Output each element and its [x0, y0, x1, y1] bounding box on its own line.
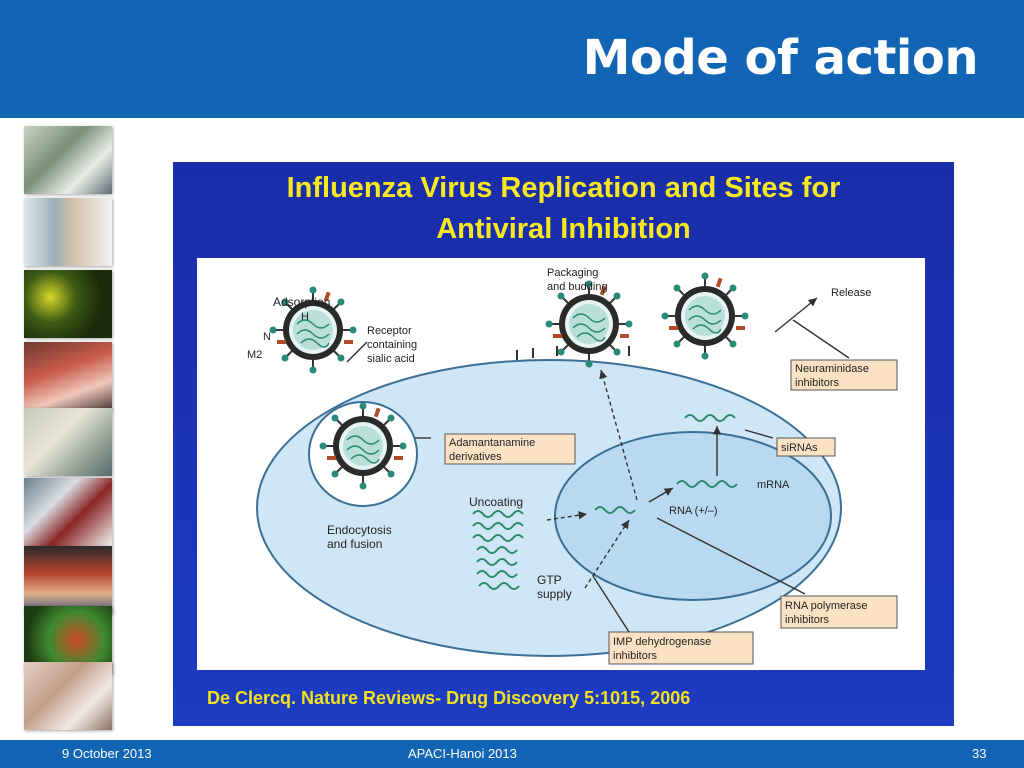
- label-rna: RNA (+/–): [669, 505, 718, 517]
- svg-text:Adamantanamine: Adamantanamine: [449, 437, 535, 449]
- lab-equipment-photo: [24, 546, 112, 614]
- photo-strip: [24, 126, 112, 730]
- svg-text:RNA polymerase: RNA polymerase: [785, 600, 868, 612]
- footer-page-number: 33: [972, 746, 987, 761]
- cell-nucleus: [554, 431, 832, 601]
- figure-title-line1: Influenza Virus Replication and Sites fo…: [286, 172, 841, 204]
- petri-dish-photo: [24, 342, 112, 410]
- label-endocytosis-1: Endocytosis: [327, 523, 392, 537]
- label-receptor-1: Receptor: [367, 325, 412, 337]
- svg-text:inhibitors: inhibitors: [785, 614, 830, 626]
- label-gtp-2: supply: [537, 587, 572, 601]
- footer-date: 9 October 2013: [62, 746, 152, 761]
- fluorescent-cells-photo: [24, 270, 112, 338]
- figure-title-line2: Antiviral Inhibition: [436, 213, 691, 245]
- label-h: H: [301, 311, 309, 323]
- slide-header: Mode of action: [0, 0, 1024, 118]
- budding-virion: [544, 279, 634, 369]
- lab-bottles-photo: [24, 198, 112, 266]
- figure-title: Influenza Virus Replication and Sites fo…: [173, 168, 954, 250]
- svg-text:derivatives: derivatives: [449, 451, 502, 463]
- label-packaging-1: Packaging: [547, 267, 598, 279]
- svg-text:Neuraminidase: Neuraminidase: [795, 363, 869, 375]
- svg-text:inhibitors: inhibitors: [795, 377, 840, 389]
- researcher-photo: [24, 662, 112, 730]
- label-receptor-3: sialic acid: [367, 353, 415, 365]
- pipetting-photo: [24, 478, 112, 546]
- slide-title: Mode of action: [582, 30, 979, 86]
- replication-diagram: Adsorption H N M2 Receptor containing si…: [197, 258, 925, 670]
- label-endocytosis-2: and fusion: [327, 537, 382, 551]
- replication-diagram-svg: Adsorption H N M2 Receptor containing si…: [247, 267, 898, 665]
- label-n: N: [263, 331, 271, 343]
- svg-text:IMP dehydrogenase: IMP dehydrogenase: [613, 636, 711, 648]
- label-packaging-2: and budding: [547, 281, 608, 293]
- neuraminidase-inhibitors-box: Neuraminidase inhibitors: [790, 359, 898, 391]
- label-gtp-1: GTP: [537, 573, 562, 587]
- lab-worker-photo: [24, 126, 112, 194]
- footer-event: APACI-Hanoi 2013: [408, 746, 517, 761]
- endocytosed-virion: [318, 401, 408, 491]
- label-release: Release: [831, 287, 871, 299]
- sirnas-box: siRNAs: [776, 437, 836, 457]
- figure-citation: De Clercq. Nature Reviews- Drug Discover…: [207, 688, 691, 708]
- svg-text:inhibitors: inhibitors: [613, 650, 658, 662]
- influenza-figure: Influenza Virus Replication and Sites fo…: [173, 162, 954, 726]
- rna-segments: [472, 414, 738, 590]
- released-virion: [660, 271, 750, 361]
- label-m2: M2: [247, 349, 262, 361]
- adamantanamine-derivatives-box: Adamantanamine derivatives: [444, 433, 576, 465]
- label-mrna: mRNA: [757, 479, 790, 491]
- slide-footer: 9 October 2013 APACI-Hanoi 2013 33: [0, 740, 1024, 768]
- label-adsorption: Adsorption: [273, 295, 330, 309]
- imp-dehydrogenase-inhibitors-box: IMP dehydrogenase inhibitors: [608, 631, 754, 665]
- svg-text:siRNAs: siRNAs: [781, 442, 818, 454]
- centrifuge-photo: [24, 408, 112, 476]
- label-receptor-2: containing: [367, 339, 417, 351]
- rna-polymerase-inhibitors-box: RNA polymerase inhibitors: [780, 595, 898, 629]
- label-uncoating: Uncoating: [469, 495, 523, 509]
